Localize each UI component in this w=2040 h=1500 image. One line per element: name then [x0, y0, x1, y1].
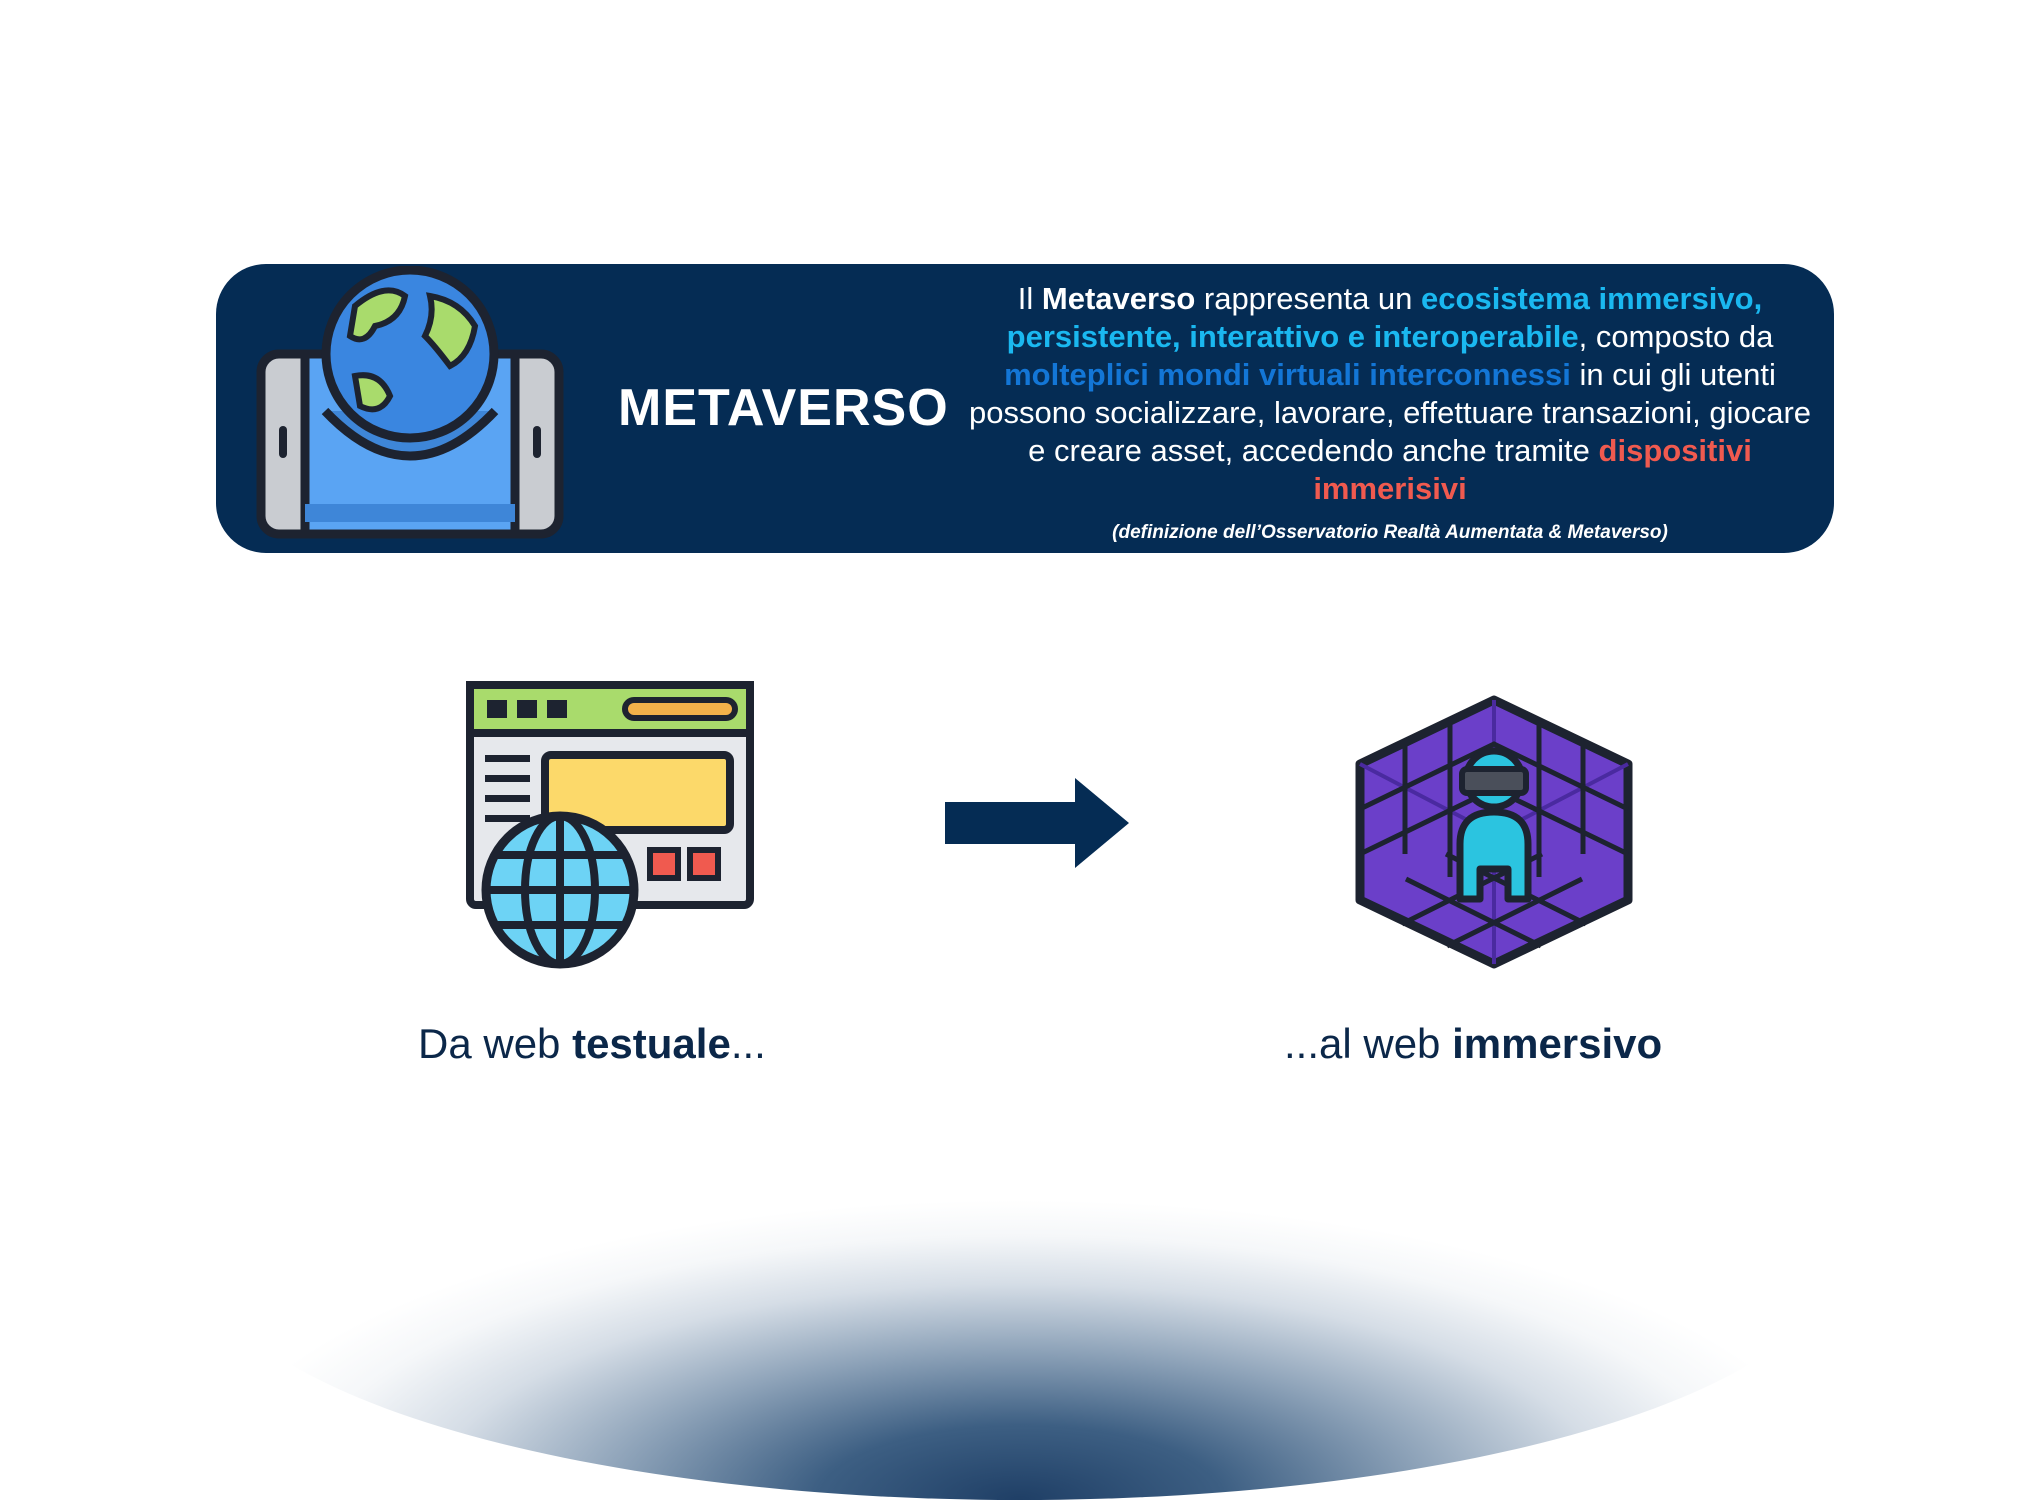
banner-title: METAVERSO [618, 379, 949, 437]
metaverso-definition: Il Metaverso rappresenta un ecosistema i… [960, 280, 1820, 508]
caption-immersive-web: ...al web immersivo [1284, 1020, 1662, 1068]
caption-bold: testuale [572, 1020, 731, 1067]
caption-textual-web: Da web testuale... [418, 1020, 766, 1068]
definition-text: Il [1017, 281, 1042, 316]
definition-text: in cui gli utenti possono socializzare, … [968, 357, 1812, 468]
definition-source: (definizione dell’Osservatorio Realtà Au… [1112, 522, 1668, 543]
caption-ellipsis: ... [730, 1020, 766, 1067]
caption-text: Da web [418, 1020, 573, 1067]
globe-smartphone-icon [256, 266, 564, 539]
caption-bold: immersivo [1452, 1020, 1663, 1067]
web-browser-globe-icon [466, 681, 754, 969]
background-glow [200, 1000, 1840, 1500]
vr-cube-person-icon [1355, 695, 1633, 969]
definition-highlight: molteplici mondi virtuali interconnessi [1004, 357, 1571, 392]
definition-text: , composto da [1578, 319, 1774, 354]
definition-highlight: ecosistema immersivo, persistente, inter… [1006, 281, 1763, 354]
definition-highlight: dispositivi immerisivi [1313, 433, 1752, 506]
arrow-right-icon [945, 778, 1129, 868]
definition-text: rappresenta un [1195, 281, 1422, 316]
caption-text: ...al web [1284, 1020, 1453, 1067]
definition-bold: Metaverso [1041, 281, 1196, 316]
